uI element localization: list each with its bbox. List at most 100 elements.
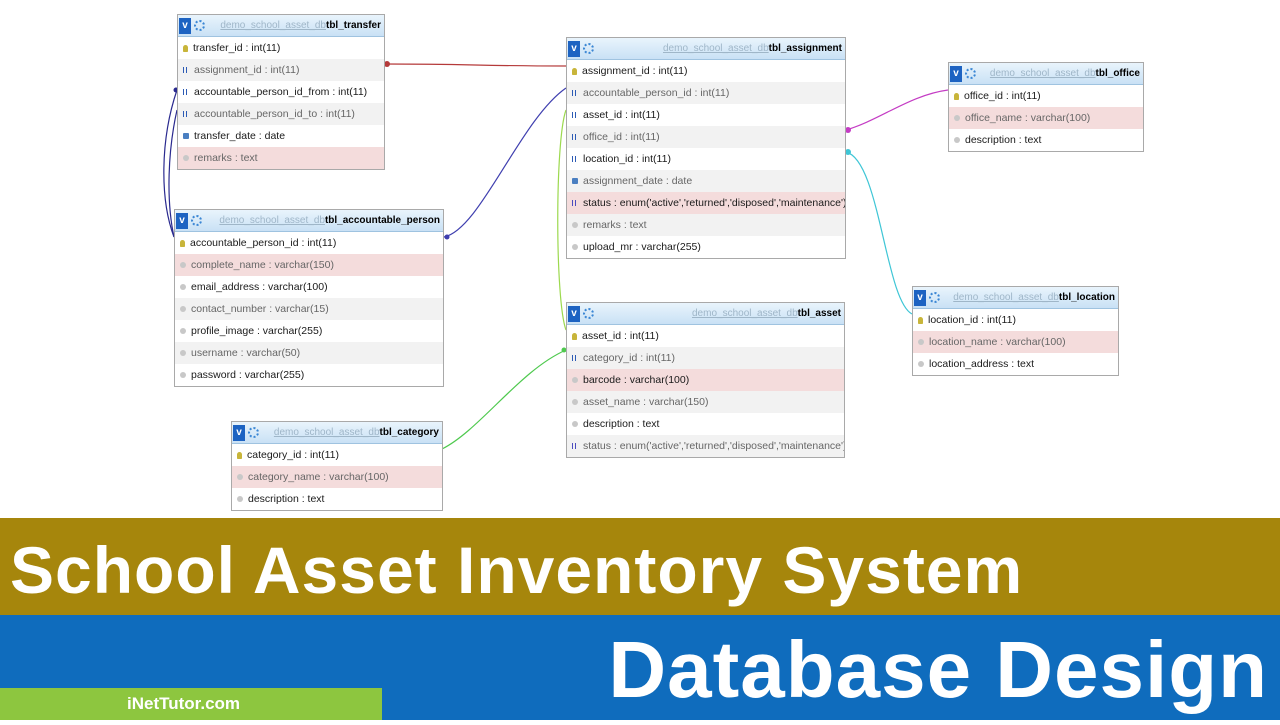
column-row[interactable]: location_name : varchar(100) xyxy=(913,331,1118,353)
table-header[interactable]: v demo_school_asset_dbtbl_asset xyxy=(567,303,844,325)
column-row[interactable]: transfer_id : int(11) xyxy=(178,37,384,59)
relation-category-asset-end xyxy=(561,347,567,353)
collapse-toggle-icon[interactable]: v xyxy=(568,40,580,57)
column-row[interactable]: transfer_date : date xyxy=(178,125,384,147)
column-icon xyxy=(918,361,924,367)
column-row[interactable]: office_id : int(11) xyxy=(949,85,1143,107)
column-row[interactable]: status : enum('active','returned','dispo… xyxy=(567,435,844,457)
gear-icon[interactable] xyxy=(583,43,594,54)
database-name[interactable]: demo_school_asset_db xyxy=(219,215,325,226)
table-header[interactable]: v demo_school_asset_dbtbl_assignment xyxy=(567,38,845,60)
table-header[interactable]: v demo_school_asset_dbtbl_transfer xyxy=(178,15,384,37)
column-definition: upload_mr : varchar(255) xyxy=(583,241,701,253)
site-badge[interactable]: iNetTutor.com xyxy=(0,688,382,720)
table-header[interactable]: v demo_school_asset_dbtbl_location xyxy=(913,287,1118,309)
primary-key-icon xyxy=(237,451,242,459)
primary-key-icon xyxy=(180,239,185,247)
column-icon xyxy=(237,496,243,502)
column-definition: asset_id : int(11) xyxy=(582,330,659,342)
column-row[interactable]: category_name : varchar(100) xyxy=(232,466,442,488)
gear-icon[interactable] xyxy=(248,427,259,438)
collapse-toggle-icon[interactable]: v xyxy=(950,65,962,82)
column-row[interactable]: remarks : text xyxy=(178,147,384,169)
table-title: demo_school_asset_dbtbl_location xyxy=(940,292,1118,303)
database-name[interactable]: demo_school_asset_db xyxy=(273,427,380,438)
column-row[interactable]: asset_name : varchar(150) xyxy=(567,391,844,413)
column-row[interactable]: description : text xyxy=(949,129,1143,151)
column-row[interactable]: email_address : varchar(100) xyxy=(175,276,443,298)
column-row[interactable]: accountable_person_id_from : int(11) xyxy=(178,81,384,103)
column-row[interactable]: office_name : varchar(100) xyxy=(949,107,1143,129)
relation-transfer-accountable xyxy=(163,89,178,238)
column-row[interactable]: description : text xyxy=(232,488,442,510)
column-row[interactable]: accountable_person_id : int(11) xyxy=(175,232,443,254)
collapse-toggle-icon[interactable]: v xyxy=(179,17,191,34)
table-title: demo_school_asset_dbtbl_asset xyxy=(594,308,844,319)
gear-icon[interactable] xyxy=(965,68,976,79)
column-row[interactable]: upload_mr : varchar(255) xyxy=(567,236,845,258)
collapse-toggle-icon[interactable]: v xyxy=(914,289,926,306)
column-row[interactable]: assignment_date : date xyxy=(567,170,845,192)
column-row[interactable]: contact_number : varchar(15) xyxy=(175,298,443,320)
collapse-toggle-icon[interactable]: v xyxy=(568,305,580,322)
table-title: demo_school_asset_dbtbl_transfer xyxy=(205,20,384,31)
column-definition: email_address : varchar(100) xyxy=(191,281,328,293)
column-definition: assignment_date : date xyxy=(583,175,693,187)
table-tbl-asset[interactable]: v demo_school_asset_dbtbl_asset asset_id :… xyxy=(566,302,845,458)
gear-icon[interactable] xyxy=(583,308,594,319)
database-name[interactable]: demo_school_asset_db xyxy=(663,43,769,54)
column-row[interactable]: asset_id : int(11) xyxy=(567,325,844,347)
column-row[interactable]: accountable_person_id_to : int(11) xyxy=(178,103,384,125)
column-row[interactable]: location_address : text xyxy=(913,353,1118,375)
column-row[interactable]: accountable_person_id : int(11) xyxy=(567,82,845,104)
column-row[interactable]: password : varchar(255) xyxy=(175,364,443,386)
column-row[interactable]: assignment_id : int(11) xyxy=(178,59,384,81)
column-definition: description : text xyxy=(965,134,1042,146)
column-row[interactable]: office_id : int(11) xyxy=(567,126,845,148)
column-row[interactable]: asset_id : int(11) xyxy=(567,104,845,126)
column-definition: office_name : varchar(100) xyxy=(965,112,1091,124)
column-row[interactable]: username : varchar(50) xyxy=(175,342,443,364)
database-name[interactable]: demo_school_asset_db xyxy=(220,20,326,31)
site-name[interactable]: iNetTutor.com xyxy=(127,694,241,713)
column-row[interactable]: category_id : int(11) xyxy=(567,347,844,369)
column-row[interactable]: location_id : int(11) xyxy=(913,309,1118,331)
column-icon xyxy=(180,262,186,268)
column-icon xyxy=(954,115,960,121)
database-name[interactable]: demo_school_asset_db xyxy=(989,68,1096,79)
column-row[interactable]: barcode : varchar(100) xyxy=(567,369,844,391)
table-title: demo_school_asset_dbtbl_office xyxy=(976,68,1143,79)
column-row[interactable]: category_id : int(11) xyxy=(232,444,442,466)
gear-icon[interactable] xyxy=(191,215,202,226)
collapse-toggle-icon[interactable]: v xyxy=(176,212,188,229)
column-row[interactable]: profile_image : varchar(255) xyxy=(175,320,443,342)
column-row[interactable]: complete_name : varchar(150) xyxy=(175,254,443,276)
column-row[interactable]: location_id : int(11) xyxy=(567,148,845,170)
column-row[interactable]: assignment_id : int(11) xyxy=(567,60,845,82)
primary-key-icon xyxy=(918,316,923,324)
collapse-toggle-icon[interactable]: v xyxy=(233,424,245,441)
column-row[interactable]: remarks : text xyxy=(567,214,845,236)
gear-icon[interactable] xyxy=(194,20,205,31)
database-name[interactable]: demo_school_asset_db xyxy=(953,292,1059,303)
gear-icon[interactable] xyxy=(929,292,940,303)
database-name[interactable]: demo_school_asset_db xyxy=(692,308,798,319)
table-title: demo_school_asset_dbtbl_assignment xyxy=(594,43,845,54)
table-header[interactable]: v demo_school_asset_dbtbl_office xyxy=(949,63,1143,85)
column-definition: accountable_person_id_from : int(11) xyxy=(194,86,368,98)
column-definition: profile_image : varchar(255) xyxy=(191,325,323,337)
table-tbl-office[interactable]: v demo_school_asset_dbtbl_office office_id… xyxy=(948,62,1144,152)
column-row[interactable]: description : text xyxy=(567,413,844,435)
relation-accountable-assignment xyxy=(443,87,567,238)
banner-title: School Asset Inventory System xyxy=(10,533,1024,607)
column-row[interactable]: status : enum('active','returned','dispo… xyxy=(567,192,845,214)
column-icon xyxy=(183,155,189,161)
foreign-key-icon xyxy=(572,90,578,96)
